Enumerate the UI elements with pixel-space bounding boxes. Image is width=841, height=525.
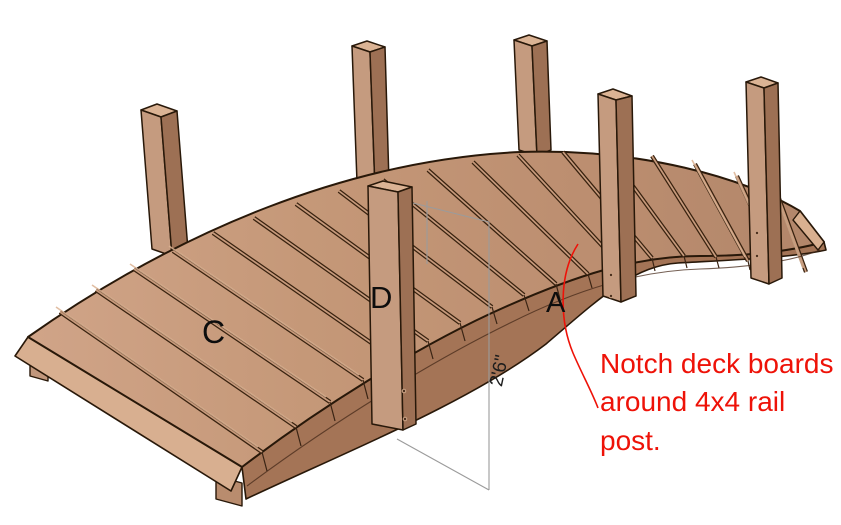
dimension-lines [396, 201, 490, 491]
post-side-face [763, 82, 783, 285]
rail-post-front-middle-d [367, 180, 417, 431]
rail-post-back-left [140, 103, 189, 257]
board-end-ticks [261, 255, 751, 472]
screw-hole [402, 389, 406, 393]
post-side-face [615, 95, 637, 303]
bridge-left-end [14, 336, 243, 507]
rail-post-front-right [745, 76, 783, 285]
label-d: D [370, 280, 392, 315]
notch-annotation: Notch deck boards around 4x4 rail post. [562, 243, 833, 456]
label-c: C [202, 314, 225, 350]
annotation-line-3: post. [600, 425, 661, 456]
deck-step-highlights [55, 159, 804, 448]
right-end-bevel [792, 210, 825, 251]
screw-hole [609, 273, 613, 277]
height-dimension: 2'6" [396, 201, 513, 491]
post-side-face [397, 186, 417, 431]
annotation-line-1: Notch deck boards [600, 348, 833, 379]
screw-hole [609, 294, 613, 298]
rail-post-front-notched [597, 88, 637, 303]
rail-post-back-right [513, 34, 552, 157]
annotation-leader-line [562, 243, 599, 409]
post-side-face [531, 40, 552, 157]
label-a: A [546, 287, 566, 319]
screw-hole [755, 254, 759, 258]
screw-hole [755, 231, 759, 235]
screw-hole [403, 417, 407, 421]
annotation-line-2: around 4x4 rail [600, 386, 785, 417]
part-labels: C D A [202, 280, 566, 350]
rail-post-back-middle [351, 40, 390, 189]
